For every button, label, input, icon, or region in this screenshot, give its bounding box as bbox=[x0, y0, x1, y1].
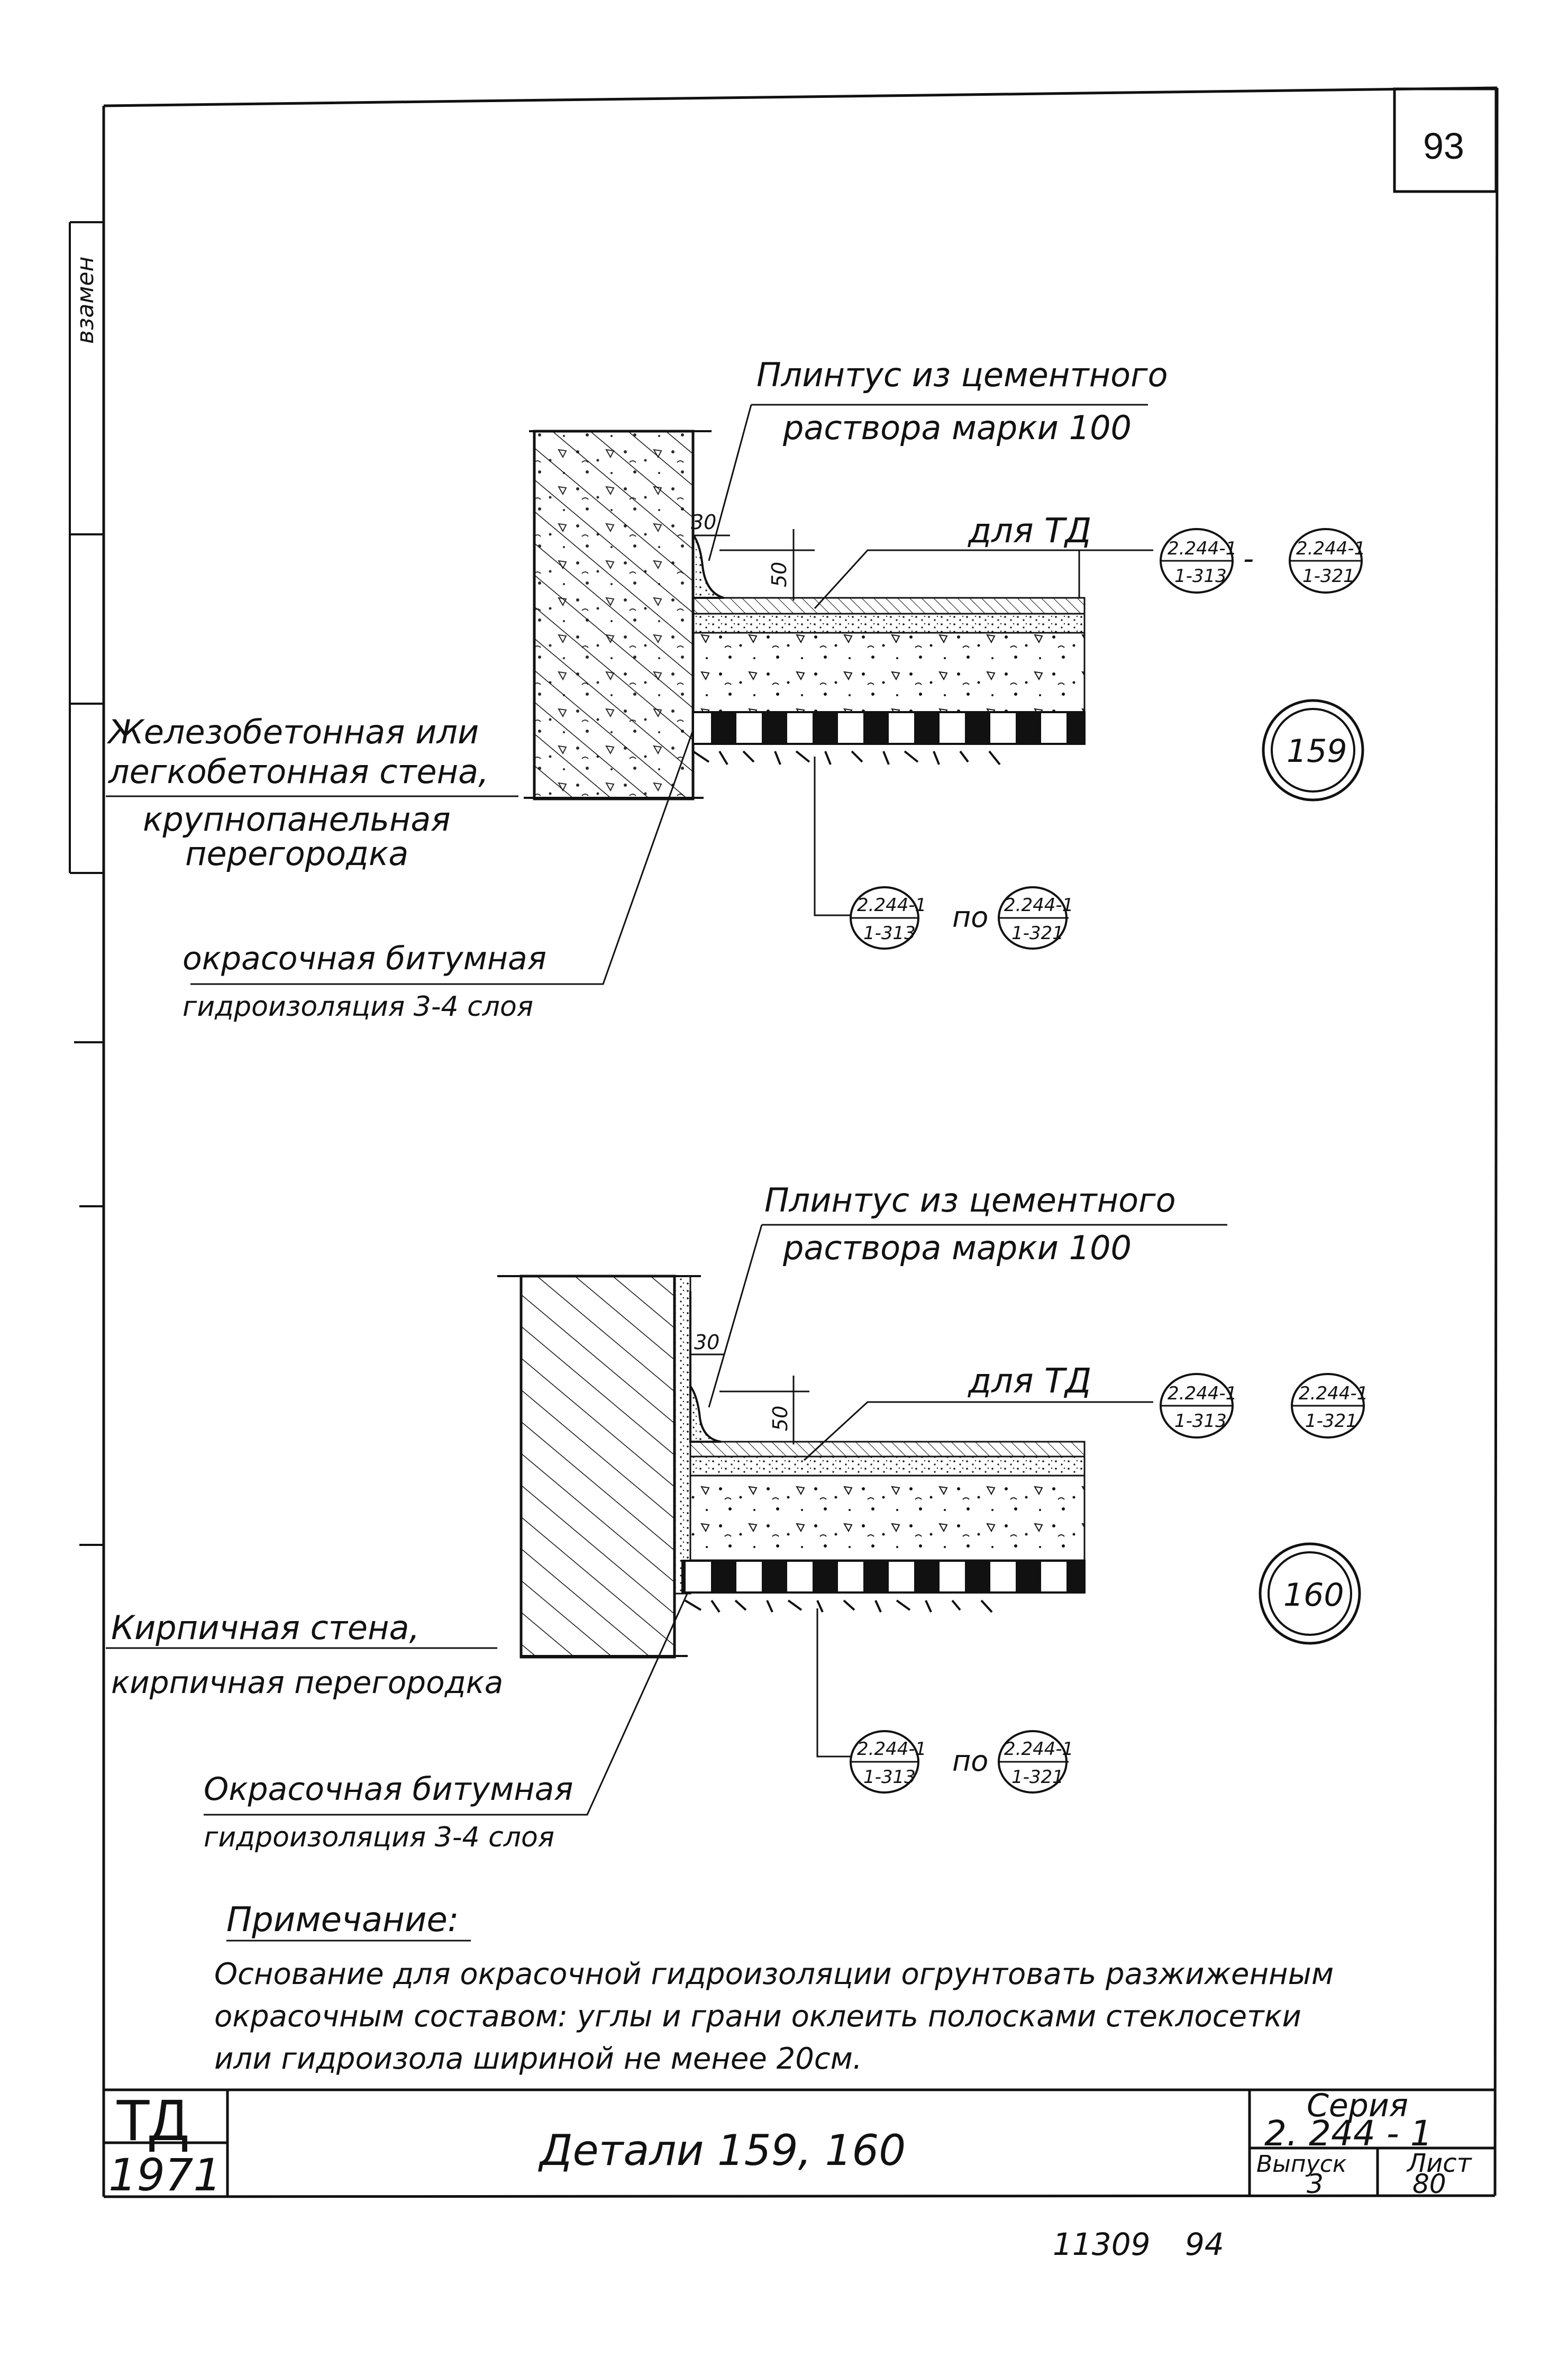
wall-label-159-line2: легкобетонная стена, bbox=[108, 752, 489, 791]
dim-30-160: 30 bbox=[694, 1331, 719, 1354]
svg-text:1-313: 1-313 bbox=[863, 923, 916, 944]
footer-page: 94 bbox=[1185, 2226, 1224, 2262]
wall-label-159-line4: перегородка bbox=[185, 834, 408, 873]
sheet-value: 80 bbox=[1412, 2169, 1446, 2199]
series-label: Серия bbox=[1307, 2087, 1408, 2124]
insul-label-160-line1: Окрасочная битумная bbox=[204, 1771, 573, 1808]
page-number-box: 93 bbox=[1393, 87, 1498, 193]
svg-text:2.244-1: 2.244-1 bbox=[857, 1739, 926, 1760]
sheet-frame bbox=[102, 86, 1499, 2198]
plinth-label-159-line2: раствора марки 100 bbox=[782, 408, 1132, 447]
dim-50-159: 50 bbox=[768, 562, 791, 587]
note-line2: окрасочным составом: углы и грани оклеит… bbox=[214, 1999, 1301, 2034]
for-td-159: для ТД bbox=[968, 512, 1091, 551]
dim-50-160: 50 bbox=[769, 1406, 792, 1431]
title-block bbox=[104, 2088, 1495, 2197]
note-heading: Примечание: bbox=[226, 1900, 459, 1940]
svg-text:2.244-1: 2.244-1 bbox=[1168, 1383, 1237, 1404]
binding-strip bbox=[69, 221, 104, 1546]
insul-label-159-line2: гидроизоляция 3-4 слоя bbox=[183, 991, 533, 1023]
ref-circle-160-b: 2.244-1 1-321 bbox=[1291, 1373, 1368, 1439]
svg-text:1-313: 1-313 bbox=[1174, 566, 1227, 587]
series-value: 2. 244 - 1 bbox=[1264, 2113, 1433, 2154]
footer-code: 11309 bbox=[1053, 2226, 1151, 2262]
dim-30-159: 30 bbox=[691, 511, 716, 534]
insul-label-160-line2: гидроизоляция 3-4 слоя bbox=[204, 1822, 554, 1853]
ref-circle-159-a: 2.244-1 1-313 bbox=[1160, 528, 1237, 594]
svg-text:по: по bbox=[952, 900, 988, 934]
svg-text:1-321: 1-321 bbox=[1302, 566, 1355, 587]
svg-text:1-313: 1-313 bbox=[1174, 1411, 1227, 1432]
svg-text:2.244-1: 2.244-1 bbox=[1004, 895, 1073, 916]
svg-text:2.244-1: 2.244-1 bbox=[857, 895, 926, 916]
for-td-160: для ТД bbox=[968, 1362, 1091, 1401]
detail-number-159: 159 bbox=[1262, 699, 1364, 802]
note-line1: Основание для окрасочной гидроизоляции о… bbox=[214, 1957, 1334, 1991]
svg-text:2.244-1: 2.244-1 bbox=[1168, 538, 1237, 559]
sheet-title: Детали 159, 160 bbox=[538, 2126, 906, 2175]
wall-label-160-line1: Кирпичная стена, bbox=[111, 1608, 420, 1647]
wall-160 bbox=[519, 1275, 676, 1659]
detail-159: 30 50 bbox=[106, 404, 1153, 985]
svg-text:1-321: 1-321 bbox=[1305, 1411, 1357, 1432]
svg-text:159: 159 bbox=[1287, 733, 1347, 770]
plinth-label-160-line1: Плинтус из цементного bbox=[764, 1181, 1176, 1220]
ref-circle-160-a: 2.244-1 1-313 bbox=[1160, 1373, 1237, 1439]
issue-label: Выпуск bbox=[1256, 2151, 1347, 2178]
issue-value: 3 bbox=[1307, 2169, 1324, 2199]
wall-label-160-line2: кирпичная перегородка bbox=[111, 1664, 503, 1700]
td-logo: ТД bbox=[115, 2088, 188, 2153]
svg-text:160: 160 bbox=[1283, 1577, 1344, 1614]
plinth-label-159-line1: Плинтус из цементного bbox=[756, 356, 1168, 394]
wall-label-159-line1: Железобетонная или bbox=[106, 713, 479, 751]
svg-text:2.244-1: 2.244-1 bbox=[1296, 538, 1365, 559]
detail-number-160: 160 bbox=[1259, 1542, 1361, 1645]
svg-text:1-321: 1-321 bbox=[1011, 923, 1064, 944]
wall-label-159-line3: крупнопанельная bbox=[143, 800, 451, 839]
svg-text:1-321: 1-321 bbox=[1011, 1767, 1064, 1788]
ref-dash-159: - bbox=[1243, 542, 1254, 576]
detail-160: 30 50 bbox=[106, 1224, 1227, 1816]
note-line3: или гидроизола шириной не менее 20см. bbox=[214, 2042, 862, 2076]
svg-text:2.244-1: 2.244-1 bbox=[1299, 1383, 1368, 1404]
insul-label-159-line1: окрасочная битумная bbox=[183, 940, 546, 977]
svg-text:1-313: 1-313 bbox=[863, 1767, 916, 1788]
plinth-label-160-line2: раствора марки 100 bbox=[782, 1229, 1132, 1267]
ref-circle-159-b: 2.244-1 1-321 bbox=[1289, 528, 1365, 594]
base-ref-160: 2.244-1 1-313 по 2.244-1 1-321 bbox=[850, 1730, 1073, 1794]
svg-text:2.244-1: 2.244-1 bbox=[1004, 1739, 1073, 1760]
year: 1971 bbox=[108, 2149, 222, 2201]
base-ref-159: 2.244-1 1-313 по 2.244-1 1-321 bbox=[850, 886, 1073, 950]
side-label: взамен bbox=[72, 257, 99, 344]
page-number: 93 bbox=[1423, 125, 1464, 167]
sheet-label: Лист bbox=[1406, 2149, 1473, 2178]
svg-text:по: по bbox=[952, 1744, 988, 1778]
